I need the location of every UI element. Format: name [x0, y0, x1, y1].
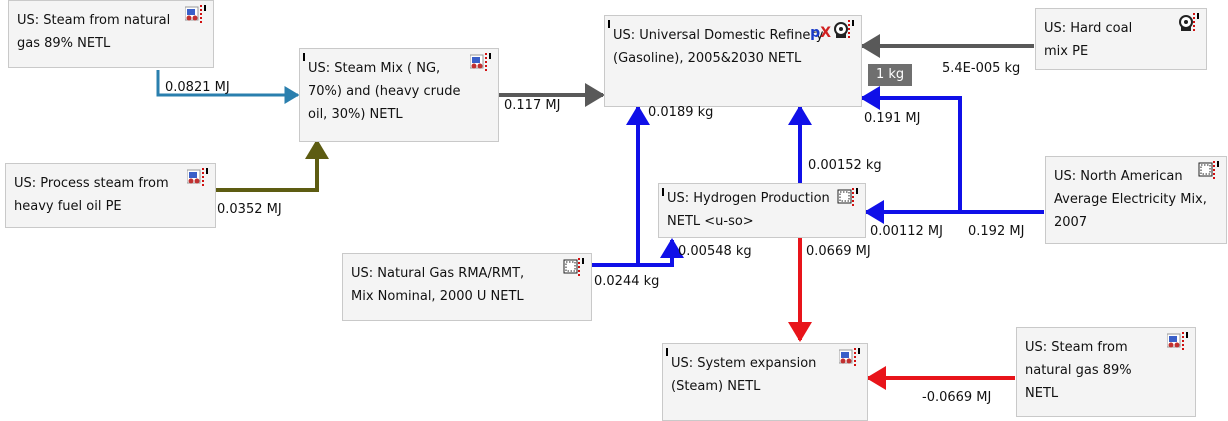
node-label: US: North American Average Electricity M…	[1054, 169, 1207, 230]
node-system-expansion[interactable]: US: System expansion (Steam) NETL	[662, 343, 868, 421]
plan-icon	[1198, 161, 1220, 181]
tag-marker	[608, 20, 610, 28]
node-steam-from-natural-gas-top[interactable]: US: Steam from natural gas 89% NETL	[8, 0, 214, 68]
flow-natural-gas-to-hydrogen	[638, 238, 684, 267]
reference-flow-badge: 1 kg	[868, 64, 913, 86]
transport-process-icon	[187, 168, 209, 188]
flow-label-electricity-to-refinery: 0.191 MJ	[864, 111, 921, 126]
node-label: US: Universal Domestic Refinery (Gasolin…	[613, 28, 824, 66]
flow-label-process-steam-to-mix: 0.0352 MJ	[217, 202, 282, 217]
node-label: US: Natural Gas RMA/RMT, Mix Nominal, 20…	[351, 266, 525, 304]
node-label: US: Steam Mix ( NG, 70%) and (heavy crud…	[308, 61, 461, 122]
flow-label-coal-to-refinery: 5.4E-005 kg	[942, 61, 1021, 76]
transport-process-icon	[470, 53, 492, 73]
flow-steam-to-mix	[156, 70, 300, 104]
node-label: US: Steam from natural gas 89% NETL	[1025, 340, 1132, 401]
gear-process-icon	[1178, 13, 1200, 33]
flow-label-natural-gas-to-refinery: 0.0189 kg	[648, 105, 714, 120]
node-hydrogen-production[interactable]: US: Hydrogen Production NETL <u-so>	[658, 183, 866, 238]
flow-process-steam-to-mix	[216, 139, 329, 192]
tag-marker	[666, 348, 668, 356]
flow-label-natural-gas-total: 0.0244 kg	[594, 274, 660, 289]
node-label: US: Steam from natural gas 89% NETL	[17, 13, 171, 51]
node-label: US: Hydrogen Production NETL <u-so>	[667, 191, 830, 229]
flow-electricity-to-refinery	[860, 86, 962, 212]
flow-label-mix-to-refinery: 0.117 MJ	[504, 98, 561, 113]
flow-label-natural-gas-to-hydrogen: 0.00548 kg	[678, 244, 752, 259]
flow-label-hydrogen-to-refinery: 0.00152 kg	[808, 158, 882, 173]
node-label: US: Process steam from heavy fuel oil PE	[14, 176, 169, 214]
flow-label-steam-to-expansion: -0.0669 MJ	[922, 390, 992, 405]
flow-label-electricity-to-hydrogen: 0.00112 MJ	[870, 224, 943, 239]
parameter-badge: pX	[810, 25, 831, 41]
transport-process-icon	[839, 348, 861, 368]
flow-label-steam-to-mix: 0.0821 MJ	[165, 80, 230, 95]
tag-marker	[662, 188, 664, 196]
node-steam-from-natural-gas-bottom[interactable]: US: Steam from natural gas 89% NETL	[1016, 327, 1196, 417]
tag-marker	[303, 53, 305, 61]
node-natural-gas[interactable]: US: Natural Gas RMA/RMT, Mix Nominal, 20…	[342, 253, 592, 321]
flow-natural-gas-to-refinery	[592, 105, 650, 267]
flow-label-hydrogen-to-expansion: 0.0669 MJ	[806, 244, 871, 259]
flow-label-electricity-total: 0.192 MJ	[968, 224, 1025, 239]
node-process-steam[interactable]: US: Process steam from heavy fuel oil PE	[5, 163, 216, 228]
plan-icon	[563, 258, 585, 278]
node-refinery[interactable]: US: Universal Domestic Refinery (Gasolin…	[604, 15, 862, 107]
node-electricity-mix[interactable]: US: North American Average Electricity M…	[1045, 156, 1227, 244]
transport-process-icon	[185, 5, 207, 25]
plan-icon	[837, 188, 859, 208]
node-hard-coal[interactable]: US: Hard coal mix PE	[1035, 8, 1207, 70]
transport-process-icon	[1167, 332, 1189, 352]
gear-process-icon	[833, 20, 855, 40]
node-label: US: Hard coal mix PE	[1044, 21, 1133, 59]
node-label: US: System expansion (Steam) NETL	[671, 356, 817, 394]
node-steam-mix[interactable]: US: Steam Mix ( NG, 70%) and (heavy crud…	[299, 48, 499, 142]
